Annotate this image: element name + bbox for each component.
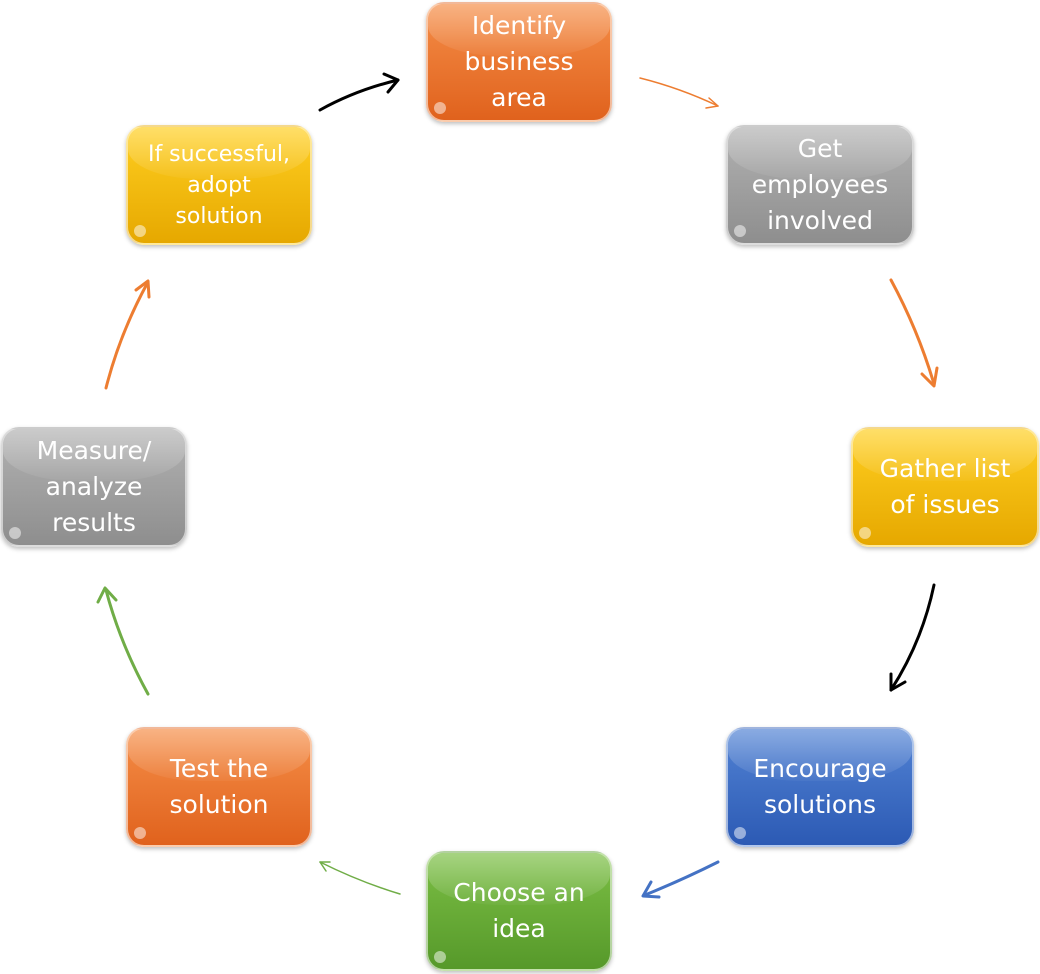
step-choose-an-idea: Choose an idea (426, 851, 612, 971)
arrow-get-to-gather (889, 278, 939, 388)
step-label: Gather list of issues (879, 454, 1011, 519)
step-gather-list-of-issues: Gather list of issues (851, 427, 1039, 547)
step-get-employees-involved: Get employees involved (726, 125, 914, 245)
step-identify-business-area: Identify business area (426, 2, 612, 122)
arrow-gather-to-encourage (889, 583, 936, 692)
step-test-the-solution: Test the solution (126, 727, 312, 847)
step-label: Get employees involved (751, 134, 889, 235)
arrow-test-to-measure (96, 586, 150, 696)
arrow-measure-to-adopt (104, 279, 151, 390)
step-label: Encourage solutions (753, 754, 887, 819)
step-measure-analyze-results: Measure/ analyze results (1, 427, 187, 547)
arrow-choose-to-test (319, 861, 401, 895)
arrow-encourage-to-choose (641, 860, 720, 899)
arrow-adopt-to-identify (318, 72, 400, 112)
step-label: Measure/ analyze results (36, 436, 152, 537)
step-label: If successful, adopt solution (147, 141, 291, 229)
step-adopt-solution: If successful, adopt solution (126, 125, 312, 245)
step-label: Identify business area (464, 11, 574, 112)
arrow-identify-to-get (639, 77, 719, 109)
step-encourage-solutions: Encourage solutions (726, 727, 914, 847)
step-label: Test the solution (169, 754, 269, 819)
step-label: Choose an idea (453, 878, 585, 943)
